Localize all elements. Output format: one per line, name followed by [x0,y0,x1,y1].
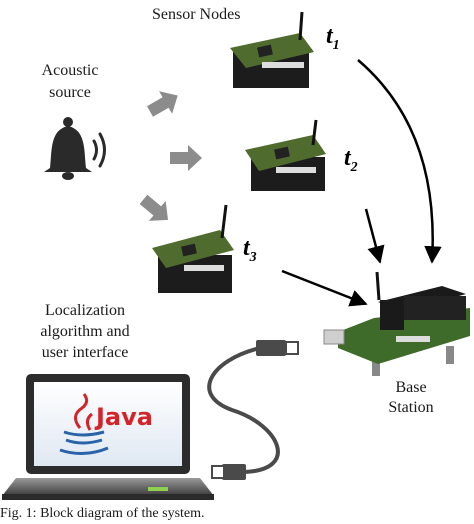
time-label-t3: t3 [243,236,257,270]
time-label-t1: t1 [326,24,340,58]
laptop-label-line-2: algorithm and [40,323,130,340]
arrow-t2-to-base [364,208,385,264]
time-label-t2: t2 [344,146,358,180]
t1-sub: 1 [332,38,340,53]
source-label-line-2: source [49,84,91,101]
source-arrow-3 [139,194,169,221]
laptop-label-line-3: user interface [41,344,129,361]
base-label-line-2: Station [388,399,434,416]
sensor-node-1 [230,11,314,88]
t3-base: t [243,235,250,261]
t2-base: t [344,145,351,171]
arrow-t3-to-base [281,269,368,307]
base-station-board [323,271,470,376]
source-label-line-1: Acoustic [41,62,99,79]
sensor-node-3 [152,204,234,293]
base-label-line-1: Base [395,379,427,396]
figure-caption: Fig. 1: Block diagram of the system. [0,506,205,521]
t2-sub: 2 [350,160,358,175]
t3-sub: 3 [249,250,257,265]
base-station-label: Base Station [366,378,456,418]
arrow-t1-to-base [357,59,442,264]
acoustic-source-label: Acoustic source [10,60,130,104]
source-arrow-1 [147,91,178,117]
laptop-label: Localization algorithm and user interfac… [0,300,170,363]
bell-icon [44,117,92,180]
source-arrow-2 [170,145,202,171]
java-screen-text: Java [96,403,153,431]
java-logo-icon [59,393,109,455]
sensor-nodes-title: Sensor Nodes [152,6,241,23]
sound-waves-icon [92,132,106,168]
t1-base: t [326,23,333,49]
laptop-icon [2,374,214,500]
sensor-node-2 [245,119,326,191]
laptop-label-line-1: Localization [45,302,125,319]
usb-cable-icon [207,340,299,480]
